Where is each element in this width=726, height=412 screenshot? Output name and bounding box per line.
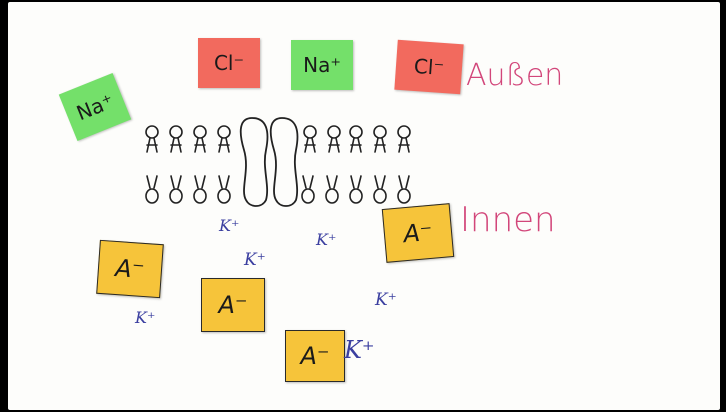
phospholipid-bilayer-icon (145, 125, 411, 204)
potassium-label-3: K⁺ (316, 230, 337, 249)
inside-label: Innen (460, 200, 556, 240)
card-label: Cl⁻ (213, 51, 245, 75)
potassium-label-4: K⁺ (135, 308, 156, 327)
potassium-label-1: K⁺ (219, 216, 240, 235)
outside-label: Außen (466, 58, 564, 93)
whiteboard (8, 2, 720, 410)
anion-card-mid: A⁻ (201, 278, 265, 332)
potassium-label-5: K⁺ (375, 290, 397, 310)
anion-card-bottom: A⁻ (285, 330, 345, 382)
potassium-label-2: K⁺ (244, 250, 266, 270)
potassium-label-6: K⁺ (344, 336, 375, 364)
card-label: A⁻ (218, 291, 248, 319)
card-label: Na⁺ (303, 53, 341, 77)
sodium-card-top: Na⁺ (291, 40, 353, 90)
chloride-card-1: Cl⁻ (198, 38, 260, 88)
channel-protein-icon (239, 117, 299, 207)
card-label: A⁻ (300, 342, 330, 370)
